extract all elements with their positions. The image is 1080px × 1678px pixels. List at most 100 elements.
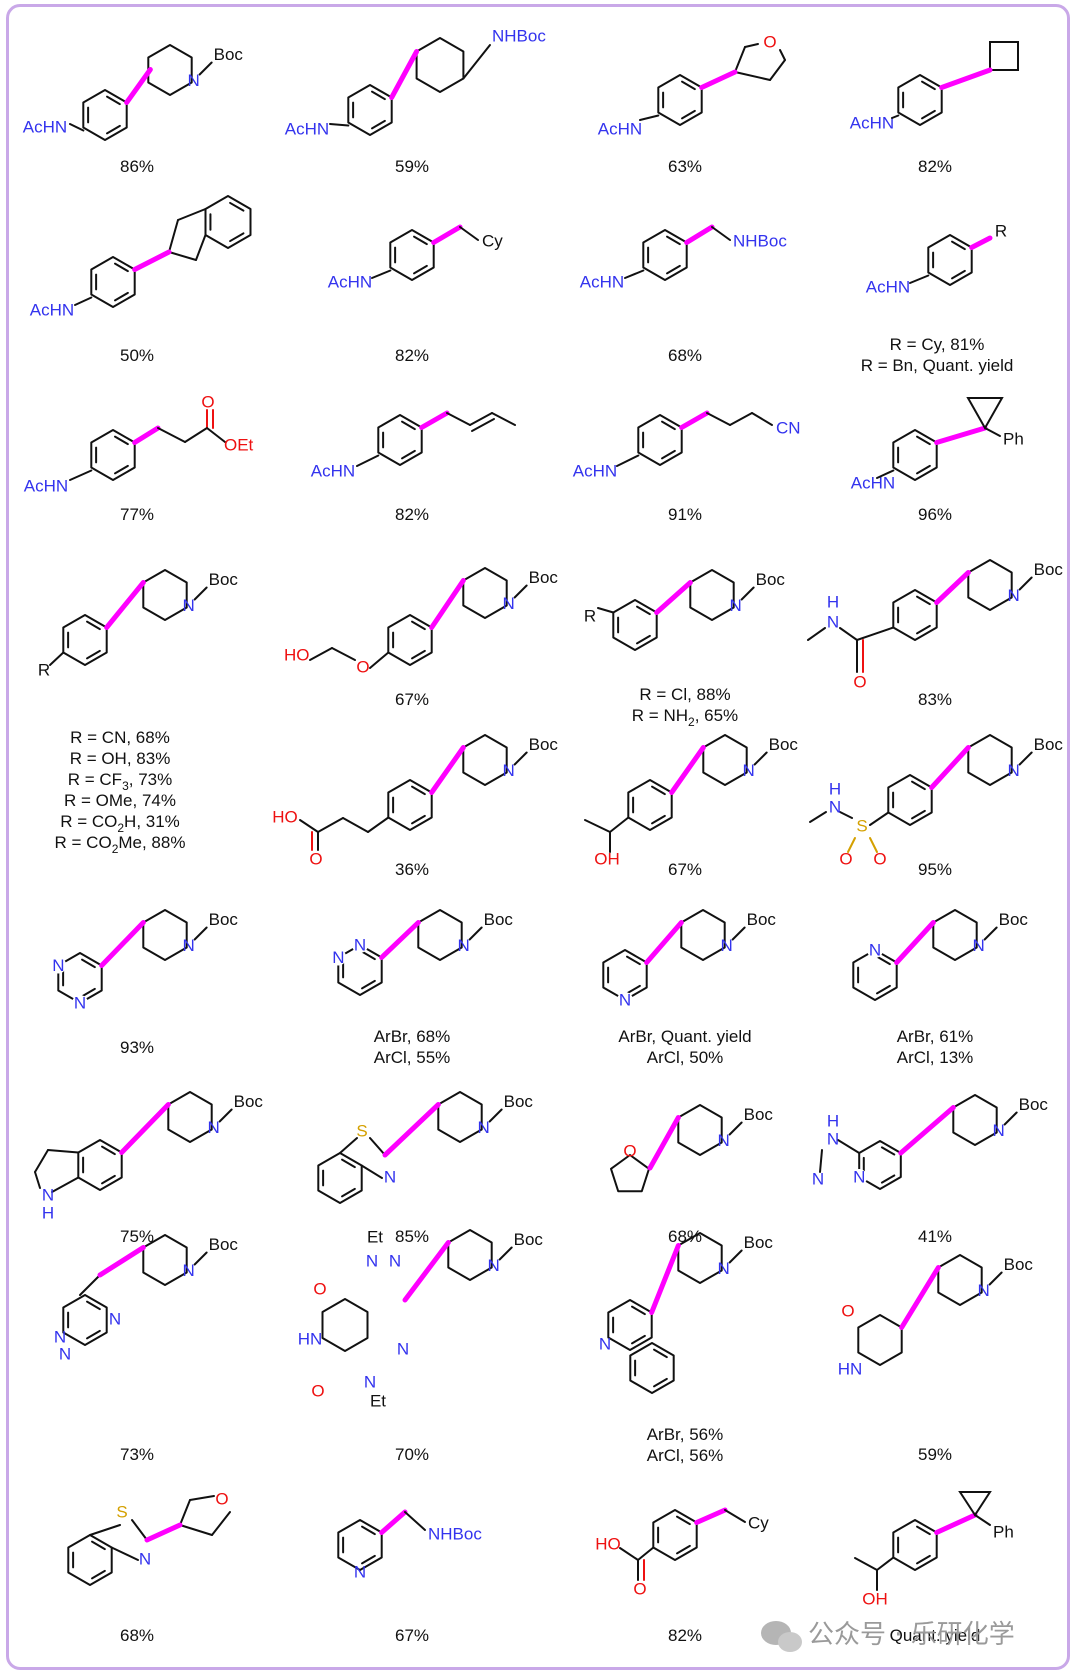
atom-label: H bbox=[829, 779, 841, 798]
bond bbox=[193, 1251, 208, 1266]
benzene-ring bbox=[82, 89, 128, 141]
bond bbox=[807, 627, 826, 641]
bond bbox=[69, 469, 93, 481]
yield-caption: 41% bbox=[918, 1227, 952, 1246]
aromatic-double-bond bbox=[114, 291, 129, 302]
pyridone-ring bbox=[857, 1314, 903, 1366]
aromatic-double-bond bbox=[661, 449, 676, 460]
aromatic-double-bond bbox=[401, 420, 416, 431]
atom-label: OH bbox=[594, 849, 620, 868]
bond bbox=[342, 817, 369, 833]
atom-label: N bbox=[59, 1344, 71, 1363]
benzene-ring bbox=[892, 429, 938, 481]
atom-label: O bbox=[313, 1279, 326, 1298]
atom-label: N bbox=[619, 990, 631, 1009]
atom-label: HO bbox=[272, 807, 298, 826]
atom-label: AcHN bbox=[598, 119, 642, 138]
new-c-c-bond bbox=[389, 49, 420, 100]
aromatic-double-bond bbox=[229, 201, 245, 212]
atom-label: N bbox=[139, 1549, 151, 1568]
bond bbox=[179, 1499, 191, 1526]
new-c-c-bond bbox=[124, 67, 153, 105]
benzene-ring bbox=[90, 256, 136, 308]
bond bbox=[819, 1149, 823, 1173]
aromatic-double-bond bbox=[106, 95, 121, 106]
atom-label: O bbox=[215, 1489, 228, 1508]
cyclopropane-ring bbox=[966, 397, 1004, 431]
atom-label: AcHN bbox=[24, 476, 68, 495]
atom-label: N bbox=[332, 948, 344, 967]
aromatic-double-bond bbox=[91, 1540, 106, 1551]
aromatic-double-bond bbox=[626, 955, 641, 966]
atom-label: N bbox=[109, 1309, 121, 1328]
atom-label: N bbox=[384, 1167, 396, 1186]
atom-label: Ph bbox=[1003, 429, 1024, 448]
atom-label: N bbox=[397, 1339, 409, 1358]
furan-ring bbox=[610, 1154, 650, 1193]
bond bbox=[49, 651, 65, 666]
aromatic-double-bond bbox=[114, 435, 129, 446]
yield-caption: 67% bbox=[668, 860, 702, 879]
bond bbox=[839, 627, 858, 641]
wechat-icon-bubble bbox=[778, 1632, 802, 1652]
atom-label: N bbox=[993, 1121, 1005, 1140]
bond bbox=[637, 1546, 655, 1561]
bond bbox=[498, 1246, 513, 1261]
atom-label: N bbox=[458, 936, 470, 955]
benzene-ring bbox=[629, 1342, 675, 1394]
atom-label: O bbox=[311, 1381, 324, 1400]
bond bbox=[367, 816, 390, 833]
bond bbox=[74, 296, 93, 306]
bond bbox=[729, 412, 753, 426]
benzene-ring bbox=[347, 84, 393, 136]
bond bbox=[724, 1509, 746, 1523]
cyclohexane-ring bbox=[417, 909, 463, 961]
atom-label: Et bbox=[370, 1391, 386, 1410]
atom-label: S bbox=[856, 816, 867, 835]
benzene-ring bbox=[927, 234, 973, 286]
aromatic-double-bond bbox=[341, 1158, 356, 1169]
atom-label: AcHN bbox=[311, 461, 355, 480]
bond bbox=[837, 1139, 861, 1154]
aromatic-double-bond bbox=[101, 1145, 116, 1156]
yield-caption: 82% bbox=[395, 346, 429, 365]
aromatic-double-bond bbox=[951, 240, 966, 251]
bond bbox=[734, 46, 746, 73]
new-c-c-bond bbox=[97, 1245, 146, 1278]
bond bbox=[369, 651, 390, 669]
atom-label: HO bbox=[595, 1534, 621, 1553]
cyclobutane-ring bbox=[989, 41, 1019, 71]
figure-frame bbox=[6, 4, 1070, 1670]
cyclohexane-ring bbox=[462, 734, 508, 786]
atom-label: N bbox=[599, 1334, 611, 1353]
yield-caption: R = OMe, 74% bbox=[64, 791, 176, 810]
aromatic-double-bond bbox=[911, 809, 926, 820]
aromatic-double-bond bbox=[880, 1146, 896, 1156]
atom-label: HO bbox=[284, 645, 310, 664]
atom-label: Boc bbox=[1034, 735, 1064, 754]
aromatic-double-bond bbox=[411, 649, 426, 660]
yield-caption: 75% bbox=[120, 1227, 154, 1246]
yield-caption: 67% bbox=[395, 1626, 429, 1645]
aromatic-double-bond bbox=[876, 984, 891, 995]
benzene-ring bbox=[897, 74, 943, 126]
benzene-ring bbox=[90, 429, 136, 481]
bond bbox=[639, 114, 660, 121]
yield-caption: 85% bbox=[395, 1227, 429, 1246]
aromatic-double-bond bbox=[921, 109, 936, 120]
yield-caption: 73% bbox=[120, 1445, 154, 1464]
atom-label: Boc bbox=[214, 45, 244, 64]
atom-label: Et bbox=[367, 1227, 383, 1246]
yield-caption: 36% bbox=[395, 860, 429, 879]
benzene-ring bbox=[387, 614, 433, 666]
bond bbox=[69, 123, 85, 132]
yield-caption: 67% bbox=[395, 690, 429, 709]
yield-caption: R = Cy, 81% bbox=[890, 335, 985, 354]
atom-label: O bbox=[839, 849, 852, 868]
yield-caption: R = NH2, 65% bbox=[632, 706, 738, 729]
yield-caption: 50% bbox=[120, 346, 154, 365]
